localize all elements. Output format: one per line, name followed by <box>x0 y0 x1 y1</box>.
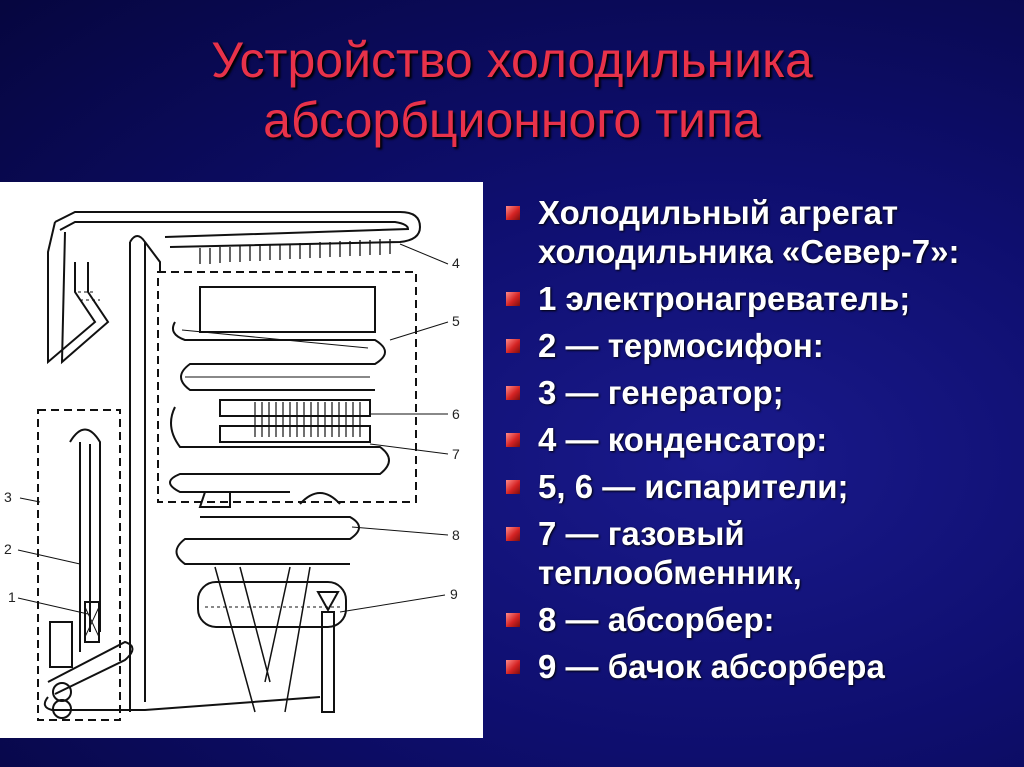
electric-heater <box>84 601 100 643</box>
evaporator-coil-5 <box>172 321 386 391</box>
bottom-pipe-2 <box>43 696 321 711</box>
evaporator-top-box <box>199 286 376 333</box>
bullet-item: 5, 6 — испарители; <box>500 467 1015 506</box>
component-list: Холодильный агрегат холодильника «Север-… <box>500 193 1015 694</box>
title-line-1: Устройство холодильника <box>211 32 813 88</box>
bullet-square-icon <box>506 480 520 494</box>
label-3: 3 <box>4 489 12 505</box>
label-9: 9 <box>450 586 458 602</box>
bullet-item: 8 — абсорбер: <box>500 600 1015 639</box>
bullet-item: Холодильный агрегат холодильника «Север-… <box>500 193 1015 271</box>
bullet-square-icon <box>506 660 520 674</box>
label-7: 7 <box>452 446 460 462</box>
condenser-tube-inner <box>59 221 410 238</box>
evaporator-6-tube-top <box>219 399 371 417</box>
bullet-text: 9 — бачок абсорбера <box>538 648 885 685</box>
bullet-text: 7 — газовый теплообменник, <box>538 515 802 591</box>
bullet-text: 8 — абсорбер: <box>538 601 775 638</box>
bullet-item: 3 — генератор; <box>500 373 1015 412</box>
label-6: 6 <box>452 406 460 422</box>
bullet-text: 5, 6 — испарители; <box>538 468 849 505</box>
label-1: 1 <box>8 589 16 605</box>
bottom-pipe-1 <box>47 640 134 695</box>
generator-box <box>37 409 121 721</box>
bullet-square-icon <box>506 206 520 220</box>
bullet-text: 4 — конденсатор: <box>538 421 828 458</box>
tank-funnel <box>316 591 340 613</box>
bottom-coil-1 <box>52 682 72 702</box>
leader-lines <box>17 243 449 615</box>
heater-cross <box>84 606 100 638</box>
bullet-text: 3 — генератор; <box>538 374 784 411</box>
central-pipe-top <box>129 235 161 272</box>
bullet-text: Холодильный агрегат холодильника «Север-… <box>538 194 960 270</box>
absorber-loop <box>299 492 341 505</box>
bullet-item: 7 — газовый теплообменник, <box>500 514 1015 592</box>
evaporator-6-tube-bottom <box>219 425 371 443</box>
refrigerator-diagram: 1 2 3 4 5 6 7 8 9 <box>0 182 483 738</box>
bottom-coil-2 <box>52 699 72 719</box>
bullet-item: 9 — бачок абсорбера <box>500 647 1015 686</box>
diagram-svg: 1 2 3 4 5 6 7 8 9 <box>4 211 460 721</box>
label-4: 4 <box>452 255 460 271</box>
bullet-square-icon <box>506 339 520 353</box>
absorber-inlet <box>198 491 231 508</box>
bullet-item: 2 — термосифон: <box>500 326 1015 365</box>
left-riser <box>47 221 97 365</box>
left-riser-inner <box>60 231 110 365</box>
bullet-square-icon <box>506 386 520 400</box>
condenser-fins <box>199 239 391 264</box>
bullet-square-icon <box>506 292 520 306</box>
label-2: 2 <box>4 541 12 557</box>
bullet-text: 2 — термосифон: <box>538 327 824 364</box>
bullet-square-icon <box>506 527 520 541</box>
bullet-square-icon <box>506 433 520 447</box>
evaporator-box <box>157 271 417 503</box>
bullet-text: 1 электронагреватель; <box>538 280 911 317</box>
bullet-square-icon <box>506 613 520 627</box>
evaporator-fins-6 <box>254 402 361 437</box>
absorber-tank <box>197 581 347 628</box>
gas-heat-exchanger <box>169 406 390 493</box>
title-line-2: абсорбционного типа <box>263 92 761 148</box>
frame-struts <box>214 566 311 713</box>
label-8: 8 <box>452 527 460 543</box>
condenser-tube <box>54 211 422 248</box>
absorber-coil <box>175 516 360 565</box>
tank-standpipe <box>321 611 335 713</box>
riser-dots <box>78 291 100 301</box>
thermosiphon <box>69 428 101 652</box>
central-pipe <box>129 242 146 712</box>
slide-title: Устройство холодильника абсорбционного т… <box>0 30 1024 150</box>
bullet-item: 4 — конденсатор: <box>500 420 1015 459</box>
evaporator-coil-5-inner <box>181 329 370 378</box>
label-5: 5 <box>452 313 460 329</box>
bullet-item: 1 электронагреватель; <box>500 279 1015 318</box>
generator-base <box>49 621 73 668</box>
